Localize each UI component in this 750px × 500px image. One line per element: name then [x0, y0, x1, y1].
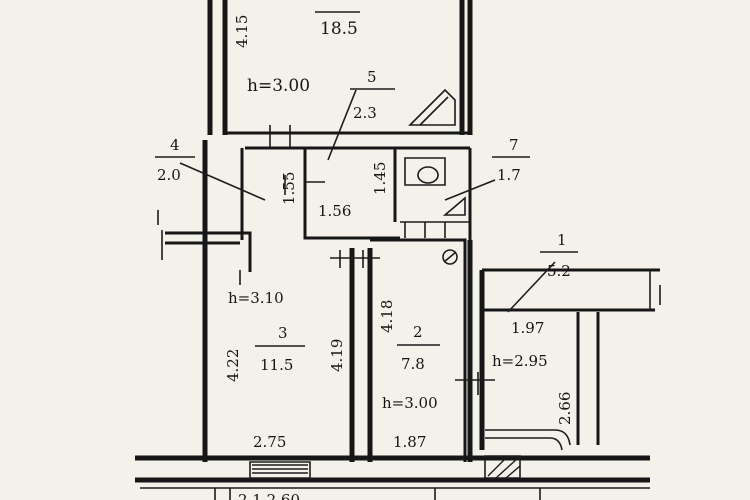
room5-number: 5: [367, 68, 377, 86]
fixtures: [157, 88, 661, 500]
room2-height: h=3.00: [382, 394, 438, 412]
room2-area: 7.8: [401, 355, 425, 373]
room1-dim-h: 2.66: [556, 392, 574, 425]
room5-dim-h1: 1.55: [280, 172, 298, 205]
top-room-area: 18.5: [320, 19, 358, 39]
room1-area: 5.2: [547, 262, 571, 280]
room3-dim-bottom: 2.75: [253, 433, 286, 451]
room5-width: 1.56: [318, 202, 351, 220]
room1-number: 1: [557, 231, 567, 249]
room7-area: 1.7: [497, 166, 521, 184]
room5-dim-h2: 1.45: [371, 162, 389, 195]
room3-dim-right: 4.19: [328, 339, 346, 372]
bottom-dims: 2.1 2.60: [238, 491, 300, 500]
room2-dim-bottom: 1.87: [393, 433, 426, 451]
room1-height: h=2.95: [492, 352, 548, 370]
top-room-dim: 4.15: [233, 15, 251, 48]
room1-width: 1.97: [511, 319, 544, 337]
room3-height: h=3.10: [228, 289, 284, 307]
room2-number: 2: [413, 323, 423, 341]
room2-dim-left: 4.18: [378, 300, 396, 333]
room3-number: 3: [278, 324, 288, 342]
room3-dim-left: 4.22: [224, 349, 242, 382]
drain-icon: [442, 249, 458, 265]
toilet-icon: [417, 166, 439, 184]
room4-area: 2.0: [157, 166, 181, 184]
walls: [135, 0, 660, 489]
room7-number: 7: [509, 136, 519, 154]
room3-area: 11.5: [260, 356, 293, 374]
room4-number: 4: [170, 136, 180, 154]
labels: 4.15 18.5 h=3.00 5 2.3 1.56 1.55 1.45 4 …: [155, 11, 578, 500]
top-room-height: h=3.00: [247, 76, 310, 96]
room5-area: 2.3: [353, 104, 377, 122]
